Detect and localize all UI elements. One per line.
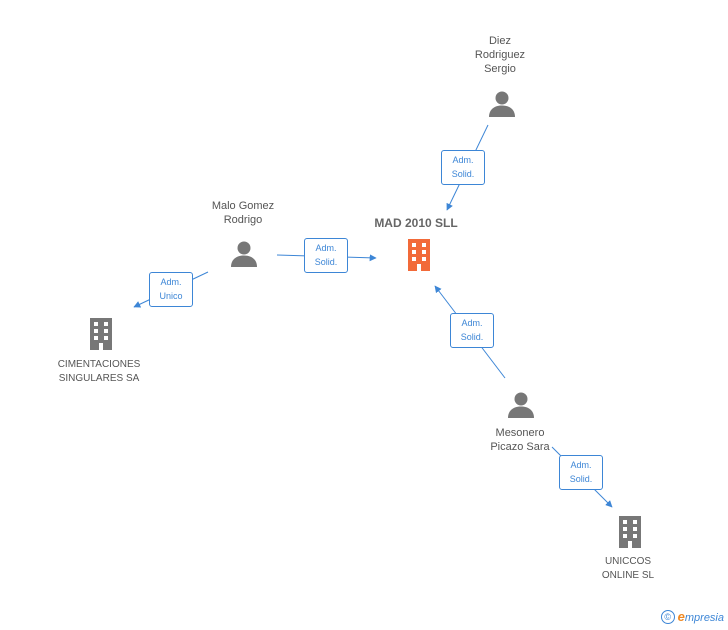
company-name-cimentaciones: CIMENTACIONES SINGULARES SA bbox=[57, 359, 141, 384]
brand-logo: empresia bbox=[677, 609, 724, 624]
person-icon[interactable] bbox=[488, 90, 516, 118]
edge-badge-line1: Adm. bbox=[160, 277, 182, 287]
center-company-name: MAD 2010 SLL bbox=[374, 216, 458, 230]
edge-badge-line2: Solid. bbox=[569, 474, 593, 484]
edge-badge-line1: Adm. bbox=[452, 155, 474, 165]
person-icon[interactable] bbox=[230, 240, 258, 268]
person-name-diez: Diez Rodriguez Sergio bbox=[474, 35, 526, 75]
person-name-malo: Malo Gomez Rodrigo bbox=[211, 200, 275, 226]
edge-badge-malo-mad[interactable]: Adm. Solid. bbox=[304, 238, 348, 273]
edge-badge-line2: Solid. bbox=[314, 257, 338, 267]
edge-badge-diez-mad[interactable]: Adm. Solid. bbox=[441, 150, 485, 185]
edge-badge-mesonero-uniccos[interactable]: Adm. Solid. bbox=[559, 455, 603, 490]
edge-badge-line2: Solid. bbox=[460, 332, 484, 342]
edge-badge-line2: Unico bbox=[159, 291, 183, 301]
edge-badge-line1: Adm. bbox=[461, 318, 483, 328]
person-name-mesonero: Mesonero Picazo Sara bbox=[490, 427, 550, 453]
copyright-icon: © bbox=[660, 609, 675, 624]
edge-badge-mesonero-mad[interactable]: Adm. Solid. bbox=[450, 313, 494, 348]
edge-badge-line1: Adm. bbox=[315, 243, 337, 253]
edge-badge-line1: Adm. bbox=[570, 460, 592, 470]
edge-badge-line2: Solid. bbox=[451, 169, 475, 179]
footer-brand: ©empresia bbox=[660, 609, 724, 624]
building-icon[interactable] bbox=[85, 317, 117, 351]
company-name-uniccos: UNICCOS ONLINE SL bbox=[601, 556, 655, 581]
edge-badge-malo-cimentaciones[interactable]: Adm. Unico bbox=[149, 272, 193, 307]
building-icon[interactable] bbox=[614, 515, 646, 549]
person-icon[interactable] bbox=[507, 391, 535, 419]
building-icon[interactable] bbox=[403, 238, 435, 272]
